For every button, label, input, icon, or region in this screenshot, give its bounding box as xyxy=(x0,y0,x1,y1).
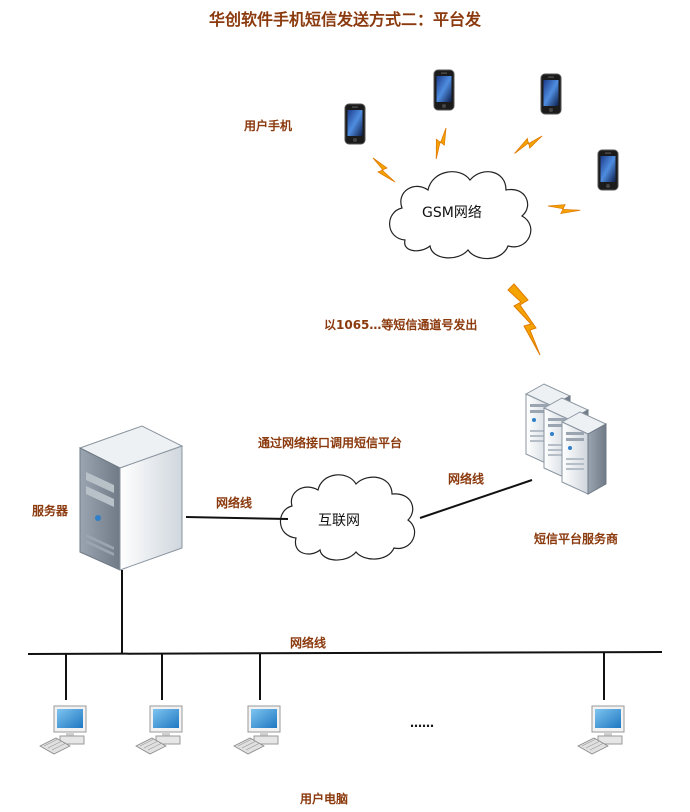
smartphone-icon xyxy=(344,103,366,145)
lightning-icon xyxy=(372,157,396,183)
desktop-computer-icon xyxy=(577,705,625,755)
label-sms-channel: 以1065…等短信通道号发出 xyxy=(324,318,478,332)
desktop-computer-icon xyxy=(135,705,183,755)
label-user-pc: 用户电脑 xyxy=(300,792,349,806)
label-network-cable-left: 网络线 xyxy=(216,496,253,510)
server-rack-icon xyxy=(525,383,607,495)
label-internet: 互联网 xyxy=(318,513,360,529)
label-via-api: 通过网络接口调用短信平台 xyxy=(258,436,403,450)
cloud-icon xyxy=(389,171,532,260)
label-network-cable-bus: 网络线 xyxy=(290,636,327,650)
server-tower-icon xyxy=(78,425,184,571)
label-server: 服务器 xyxy=(32,504,69,518)
lightning-icon xyxy=(507,283,541,356)
label-gsm-network: GSM网络 xyxy=(422,205,482,221)
smartphone-icon xyxy=(433,69,455,111)
label-network-cable-right: 网络线 xyxy=(448,472,485,486)
lightning-icon xyxy=(514,131,543,159)
desktop-computer-icon xyxy=(233,705,281,755)
network-line xyxy=(185,516,289,520)
smartphone-icon xyxy=(597,149,619,191)
label-sms-provider: 短信平台服务商 xyxy=(534,532,619,546)
cloud-icon xyxy=(279,474,416,561)
smartphone-icon xyxy=(540,73,562,115)
label-user-phone: 用户手机 xyxy=(244,119,293,133)
lightning-icon xyxy=(547,191,581,225)
desktop-computer-icon xyxy=(39,705,87,755)
network-line xyxy=(419,479,533,519)
label-ellipsis: …… xyxy=(410,716,434,730)
network-bus xyxy=(27,651,663,655)
lightning-icon xyxy=(424,127,458,160)
diagram-title: 华创软件手机短信发送方式二：平台发 xyxy=(208,10,481,29)
